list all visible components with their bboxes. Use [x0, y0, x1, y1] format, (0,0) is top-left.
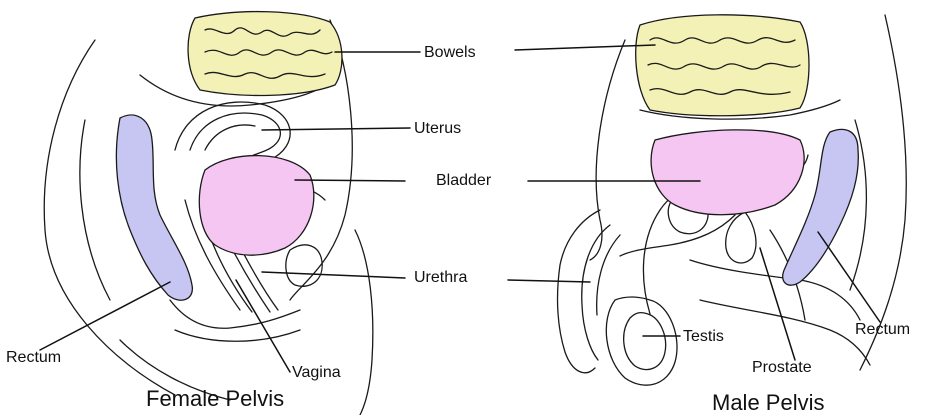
scrotum	[606, 297, 677, 385]
leader-urethra-male	[508, 280, 590, 282]
label-urethra: Urethra	[414, 270, 467, 286]
leader-rectum-male	[818, 232, 880, 322]
label-bowels: Bowels	[424, 45, 476, 61]
leader-bowels-male	[515, 45, 655, 50]
testis	[624, 313, 666, 370]
female-perineum	[170, 300, 300, 328]
female-bowels	[188, 12, 342, 96]
label-rectum-female: Rectum	[6, 350, 61, 366]
uterus-cavity	[205, 125, 255, 150]
female-spine-inner	[80, 120, 110, 300]
male-perineum	[690, 260, 860, 320]
penis-outline	[558, 210, 600, 373]
label-bladder: Bladder	[436, 173, 491, 189]
label-rectum-male: Rectum	[855, 322, 910, 338]
label-prostate: Prostate	[752, 360, 812, 376]
title-male-pelvis: Male Pelvis	[712, 392, 824, 414]
label-testis: Testis	[683, 329, 724, 345]
label-uterus: Uterus	[414, 121, 461, 137]
female-front-lower	[355, 230, 373, 415]
female-thigh-line	[175, 330, 300, 341]
label-vagina: Vagina	[292, 365, 341, 381]
female-rectum	[116, 115, 192, 300]
title-female-pelvis: Female Pelvis	[146, 388, 284, 410]
female-pubic-bone	[286, 245, 322, 286]
leader-uterus	[262, 128, 410, 130]
leader-urethra-female	[262, 272, 405, 278]
male-bladder	[651, 130, 804, 215]
penis-inner	[582, 225, 610, 360]
leader-bladder-female	[295, 180, 405, 181]
male-thigh-line	[700, 300, 870, 365]
male-urethra	[620, 215, 735, 256]
leader-rectum-female	[40, 282, 170, 350]
female-bladder	[199, 156, 314, 256]
